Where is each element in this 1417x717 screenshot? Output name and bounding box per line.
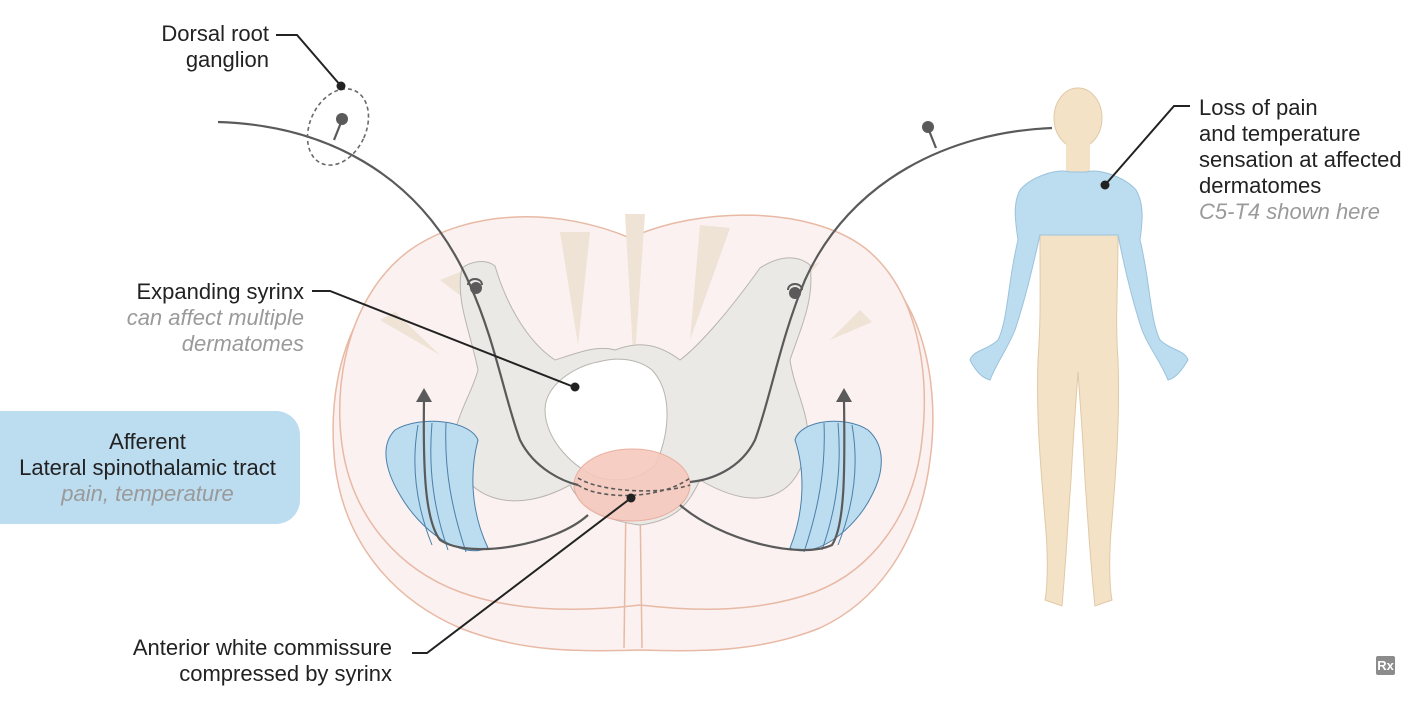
left-synapse-dot [470, 282, 482, 294]
afferent-tract-callout: Afferent Lateral spinothalamic tract pai… [0, 411, 300, 524]
loss-label-line-4: dermatomes [1199, 173, 1411, 199]
right-synapse-dot [789, 287, 801, 299]
expanding-syrinx-label: Expanding syrinx can affect multiple der… [100, 279, 304, 357]
syrinx-sub-line-2: dermatomes [100, 331, 304, 357]
left-dorsal-root-ganglion-cell [336, 113, 348, 125]
loss-sub-line: C5-T4 shown here [1199, 199, 1411, 225]
anterior-white-commissure-label: Anterior white commissure compressed by … [120, 635, 392, 687]
figure-neck [1066, 140, 1090, 172]
dorsal-root-label-line-1: Dorsal root [128, 21, 269, 47]
anterior-white-commissure [574, 449, 690, 521]
commissure-leader-dot [627, 494, 636, 503]
loss-of-sensation-label: Loss of pain and temperature sensation a… [1199, 95, 1411, 225]
dorsal-root-ganglion-label: Dorsal root ganglion [128, 21, 269, 73]
syrinx-sub-line-1: can affect multiple [100, 305, 304, 331]
dorsal-root-ganglion-outline [296, 79, 381, 175]
syrinx-label-line-1: Expanding syrinx [100, 279, 304, 305]
loss-leader [1105, 106, 1190, 185]
dorsal-root-leader [276, 35, 341, 86]
loss-label-line-3: sensation at affected [1199, 147, 1411, 173]
loss-leader-dot [1101, 181, 1110, 190]
human-figure [970, 88, 1188, 606]
commissure-label-line-2: compressed by syrinx [120, 661, 392, 687]
afferent-label-line-1: Afferent [0, 429, 295, 455]
rx-icon: Rx [1376, 656, 1395, 675]
dorsal-root-leader-dot [337, 82, 346, 91]
afferent-label-line-2: Lateral spinothalamic tract [0, 455, 295, 481]
dorsal-root-label-line-2: ganglion [128, 47, 269, 73]
spinal-cord-section [218, 79, 1052, 651]
afferent-label: Afferent Lateral spinothalamic tract pai… [0, 429, 295, 507]
figure-body [1038, 235, 1119, 606]
right-receptor-dot [922, 121, 934, 133]
syrinx-leader-dot [571, 383, 580, 392]
afferent-sub-line: pain, temperature [0, 481, 295, 507]
figure-head [1054, 88, 1102, 148]
loss-label-line-1: Loss of pain [1199, 95, 1411, 121]
commissure-label-line-1: Anterior white commissure [120, 635, 392, 661]
loss-label-line-2: and temperature [1199, 121, 1411, 147]
